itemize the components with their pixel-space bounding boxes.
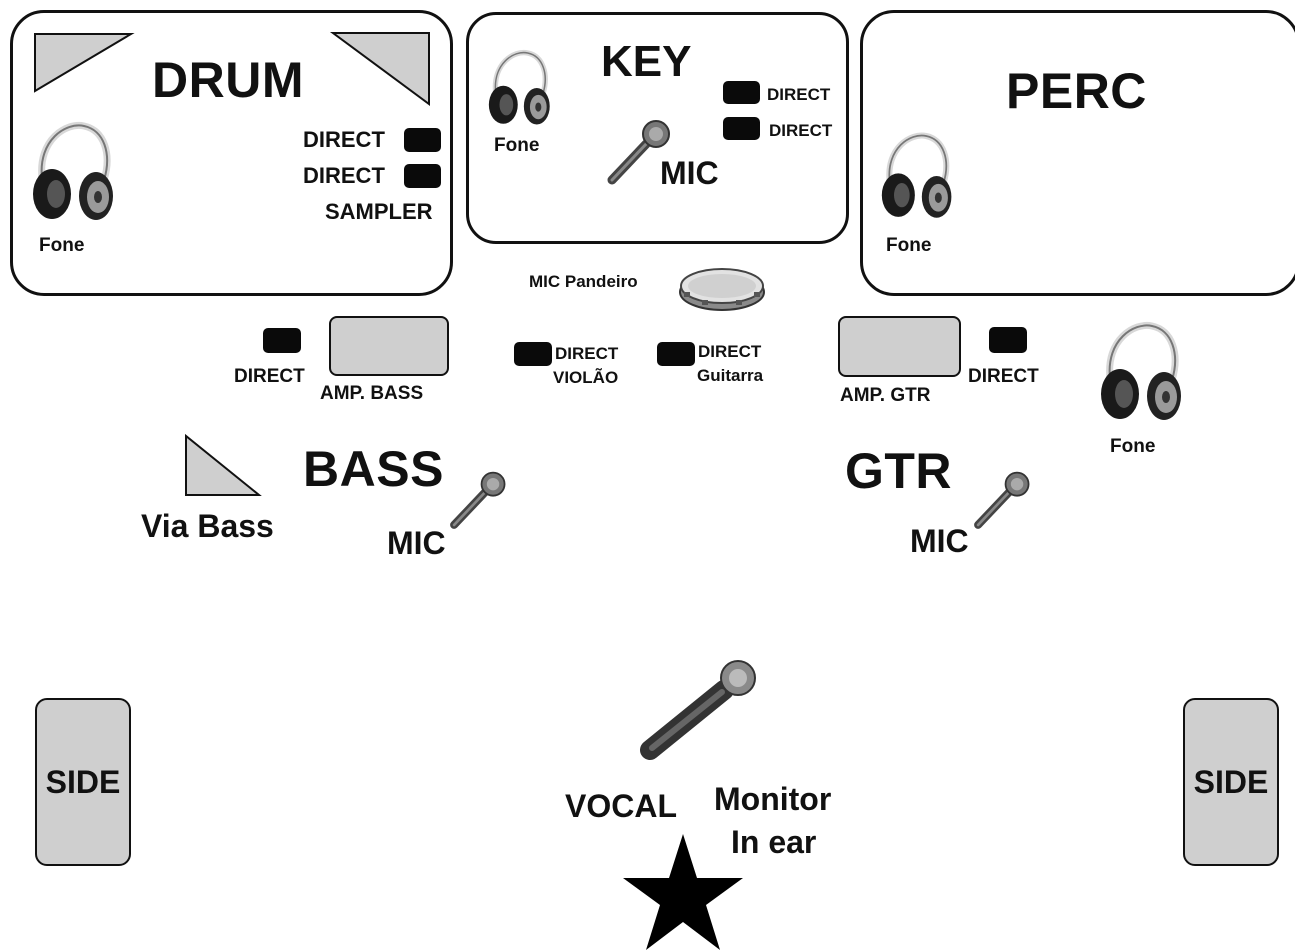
side-monitor-left: SIDE [35, 698, 131, 866]
guitarra-direct-label-2: Guitarra [697, 366, 764, 385]
guitarra-direct-box [657, 342, 695, 366]
drum-wedge-right-icon [329, 32, 430, 106]
drum-direct-2-box [404, 164, 441, 188]
via-bass-label: Via Bass [141, 508, 274, 544]
bass-amp-box [329, 316, 449, 376]
drum-direct-1-box [404, 128, 441, 152]
key-mic-label: MIC [660, 155, 719, 191]
bass-wedge-icon [185, 433, 262, 496]
monitor-label-1: Monitor [714, 781, 832, 817]
violao-direct-label-2: VIOLÃO [553, 368, 619, 387]
gtr-title: GTR [845, 443, 953, 499]
pandeiro-label: MIC Pandeiro [529, 272, 638, 291]
monitor-label-2: In ear [731, 824, 817, 860]
side-monitor-right: SIDE [1183, 698, 1279, 866]
violao-direct-box [514, 342, 552, 366]
headphones-icon [33, 121, 113, 220]
headphones-icon [881, 132, 952, 218]
guitarra-direct-label-1: DIRECT [698, 342, 762, 361]
key-fone-label: Fone [494, 135, 540, 156]
bass-direct-label: DIRECT [234, 366, 305, 387]
gtr-amp-label: AMP. GTR [840, 385, 931, 406]
microphone-icon [450, 471, 506, 529]
gtr-fone-label: Fone [1110, 436, 1156, 457]
gtr-direct-label: DIRECT [968, 366, 1039, 387]
drum-wedge-left-icon [34, 33, 135, 93]
bass-mic-label: MIC [387, 525, 446, 561]
headphones-icon [1101, 321, 1181, 420]
perc-title: PERC [1006, 63, 1147, 119]
perc-fone-label: Fone [886, 235, 932, 256]
wireless-microphone-icon [640, 660, 756, 760]
drum-direct-1-label: DIRECT [303, 127, 385, 152]
gtr-direct-box [989, 327, 1027, 353]
key-title: KEY [601, 37, 692, 86]
gtr-mic-label: MIC [910, 523, 969, 559]
key-direct-1-label: DIRECT [767, 85, 831, 104]
microphone-icon [607, 120, 670, 185]
violao-direct-label-1: DIRECT [555, 344, 619, 363]
drum-direct-2-label: DIRECT [303, 163, 385, 188]
drum-sampler-label: SAMPLER [325, 199, 433, 224]
bass-amp-label: AMP. BASS [320, 383, 424, 404]
bass-direct-box [263, 328, 301, 353]
side-right-label: SIDE [1193, 763, 1269, 800]
gtr-amp-box [838, 316, 961, 377]
drum-fone-label: Fone [39, 235, 85, 256]
drum-title: DRUM [152, 52, 304, 108]
star-icon [623, 834, 743, 950]
microphone-icon [974, 471, 1030, 529]
perc-zone [860, 10, 1295, 296]
vocal-label: VOCAL [565, 788, 677, 824]
headphones-icon [488, 49, 550, 125]
key-direct-1-box [723, 81, 760, 104]
key-direct-2-box [723, 117, 760, 140]
side-left-label: SIDE [45, 763, 121, 800]
tambourine-icon [679, 268, 765, 311]
bass-title: BASS [303, 441, 444, 497]
key-direct-2-label: DIRECT [769, 121, 833, 140]
